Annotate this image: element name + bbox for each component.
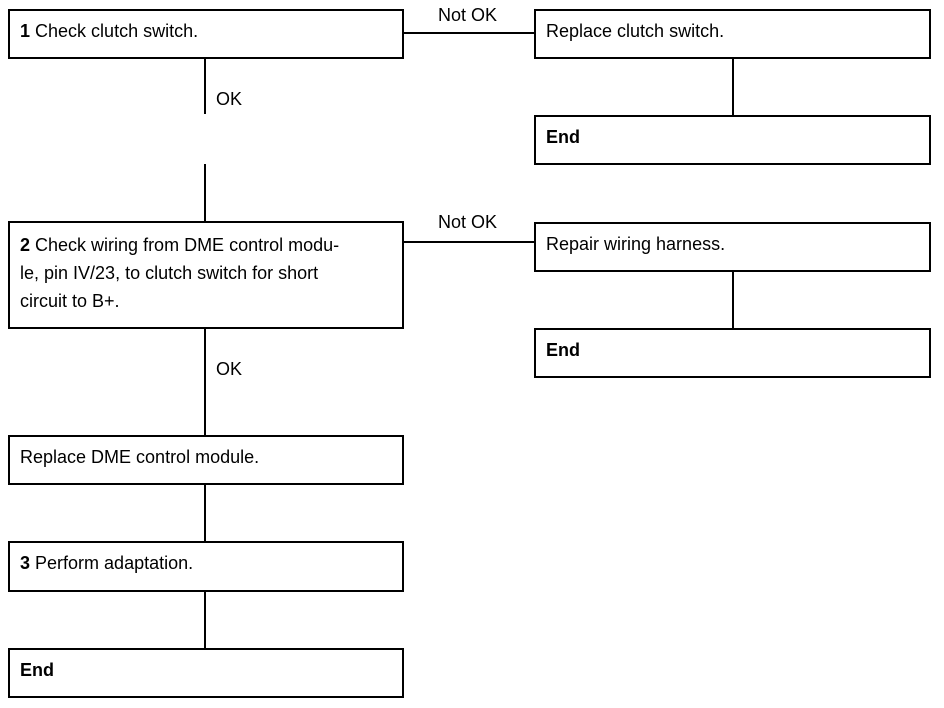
end-box-main: End <box>8 648 404 698</box>
connector-step2-replace-dme <box>204 328 206 436</box>
step-1-text: Check clutch switch. <box>35 21 199 41</box>
end-label-main: End <box>20 660 54 680</box>
step-3-text: Perform adaptation. <box>35 553 194 573</box>
label-ok-step1: OK <box>216 89 243 109</box>
step-2-line-3: circuit to B+. <box>20 291 120 311</box>
step-1-box: 1 Check clutch switch. <box>8 9 404 59</box>
replace-clutch-switch-box: Replace clutch switch. <box>534 9 931 59</box>
connector-replace-dme-step3 <box>204 484 206 542</box>
end-label-step1: End <box>546 127 580 147</box>
step-3-number: 3 <box>20 553 31 573</box>
connector-replace-switch-end <box>732 58 734 116</box>
connector-step3-end <box>204 591 206 649</box>
repair-wiring-box: Repair wiring harness. <box>534 222 931 272</box>
end-box-step1: End <box>534 115 931 165</box>
label-not-ok-step1: Not OK <box>438 5 498 25</box>
connector-step1-not-ok <box>403 32 535 34</box>
step-2-text: Check wiring from DME control modu- <box>35 235 340 255</box>
connector-step2-not-ok <box>403 241 535 243</box>
repair-wiring-text: Repair wiring harness. <box>546 234 726 254</box>
connector-repair-harness-end <box>732 271 734 329</box>
replace-clutch-switch-text: Replace clutch switch. <box>546 21 725 41</box>
step-2-box: 2 Check wiring from DME control modu- le… <box>8 221 404 329</box>
label-ok-step2: OK <box>216 359 243 379</box>
end-label-step2: End <box>546 340 580 360</box>
label-not-ok-step2: Not OK <box>438 212 498 232</box>
end-box-step2: End <box>534 328 931 378</box>
step-2-line-2: le, pin IV/23, to clutch switch for shor… <box>20 263 319 283</box>
replace-dme-box: Replace DME control module. <box>8 435 404 485</box>
replace-dme-text: Replace DME control module. <box>20 447 260 467</box>
step-3-box: 3 Perform adaptation. <box>8 541 404 592</box>
step-2-line-1: 2 Check wiring from DME control modu- <box>20 231 392 259</box>
step-1-number: 1 <box>20 21 31 41</box>
step-2-number: 2 <box>20 235 31 255</box>
connector-step1-step2-lower <box>204 164 206 222</box>
connector-step1-step2-upper <box>204 58 206 114</box>
